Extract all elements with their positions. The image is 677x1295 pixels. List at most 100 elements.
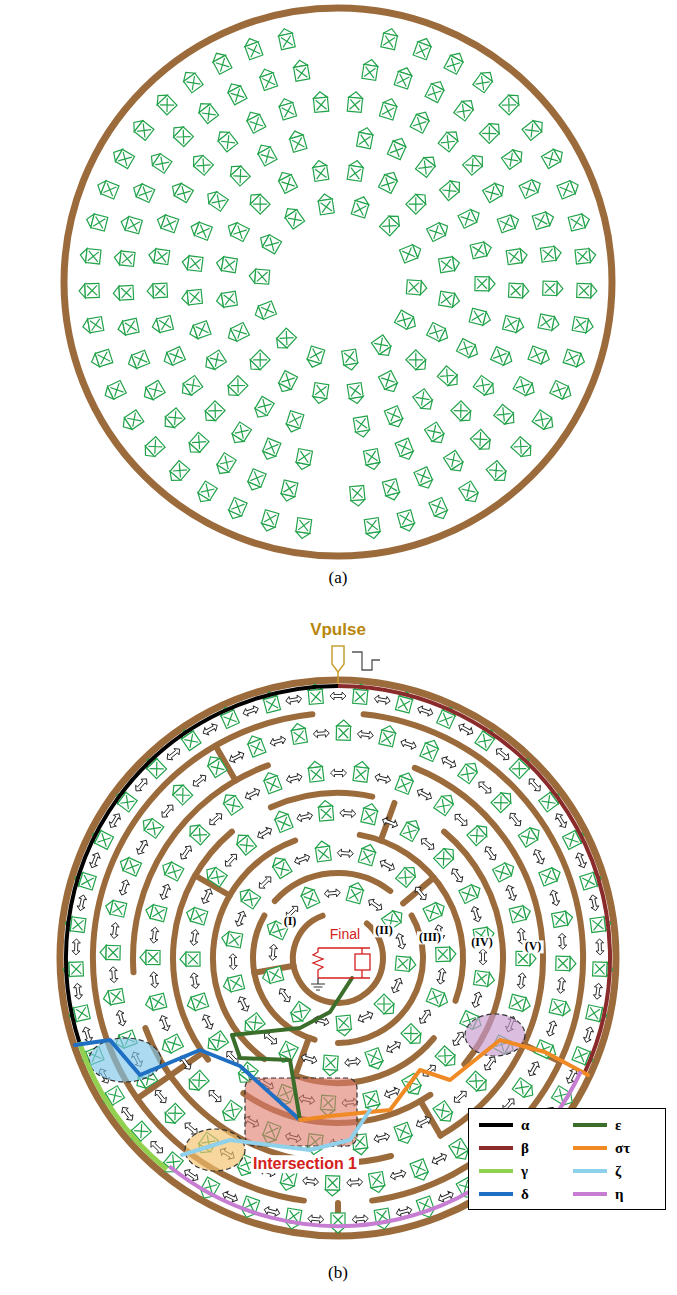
switch-symbol [538,314,560,332]
flow-arrow [476,779,493,796]
switch-symbol [312,383,329,405]
switch-box [279,371,298,390]
switch-symbol [141,437,165,461]
switch-box [174,183,193,202]
switch-cross [250,117,263,130]
switch-symbol [384,406,405,430]
flow-arrow-shape [415,787,433,802]
switch-box [580,873,597,890]
switch-symbol [423,900,447,921]
flow-arrow [400,738,418,751]
switch-box [247,114,266,133]
switch-box [380,216,400,236]
switch-symbol [95,178,119,198]
switch-cross [247,44,260,57]
switch-box [444,55,463,74]
flow-arrow-shape [457,722,475,737]
switch-cross [398,441,411,454]
switch-box [549,999,566,1016]
flow-arrow-shape [381,816,399,829]
switch-cross [325,1057,336,1068]
flow-arrow [344,1057,361,1067]
switch-cross [364,67,375,78]
route-path [79,1042,167,1169]
switch-box [209,1031,228,1050]
switch-box [286,411,304,429]
switch-box [434,849,454,869]
switch-symbol [577,283,597,298]
flow-arrow-shape [395,932,407,950]
switch-symbol [119,410,143,433]
switch-box [263,438,281,456]
switch-cross [441,135,455,149]
switch-symbol [224,376,248,400]
flow-arrow [115,1009,127,1027]
switch-symbol [244,109,266,133]
switch-symbol [222,975,245,993]
flow-arrow-shape [366,897,384,913]
route-path [338,686,610,1073]
switch-symbol [550,380,574,401]
switch-box [410,114,429,133]
switch-cross [476,973,487,984]
switch-cross [505,318,517,330]
switch-cross [257,271,268,282]
switch-box [400,822,419,841]
switch-box [228,975,245,992]
switch-cross [592,919,603,930]
switch-box [394,71,412,89]
switch-box [466,1071,486,1091]
flow-arrow [159,802,176,819]
switch-triangle [489,277,495,291]
switch-cross [575,1049,588,1062]
flow-arrow-shape [374,695,391,706]
switch-symbol [361,802,379,825]
switch-cross [168,865,182,879]
switch-box [193,321,211,339]
switch-cross [439,713,452,726]
switch-cross [418,160,432,174]
flow-arrow-shape [416,705,434,718]
switch-cross [294,1004,308,1018]
switch-symbol [215,291,237,308]
flow-arrow-shape [340,809,357,818]
switch-cross [73,919,84,930]
switch-symbol [459,481,481,505]
flow-arrow-shape [330,769,346,777]
flow-arrow-shape [256,826,274,841]
flow-arrow-shape [451,1030,467,1048]
switch-box [323,1055,338,1070]
switch-box [413,42,431,60]
flow-arrow [269,735,287,747]
switch-box [394,1122,412,1140]
switch-box [167,347,186,366]
flow-arrow-shape [207,811,224,828]
switch-box [190,908,207,925]
switch-symbol [406,350,430,374]
switch-symbol [556,956,576,970]
switch-symbol [140,950,160,964]
switch-symbol [181,289,202,305]
switch-symbol [434,791,457,815]
switch-cross [126,860,139,873]
switch-box [237,835,257,855]
switch-box [473,376,493,396]
switch-box [307,346,324,363]
switch-box [401,1024,421,1044]
switch-box [157,95,177,115]
switch-cross [196,158,210,172]
switch-cross [137,123,151,137]
legend-text: γ [521,1163,528,1180]
switch-symbol [347,159,364,181]
switch-symbol [285,1208,302,1230]
flow-arrow [482,1055,498,1073]
flow-arrow [159,883,172,901]
switch-symbol [410,109,432,133]
switch-cross [502,98,516,112]
switch-box [279,33,296,50]
switch-symbol [295,518,312,540]
switch-cross [310,691,321,702]
switch-box [458,210,477,229]
switch-symbol [466,1071,490,1095]
switch-box [91,214,108,231]
